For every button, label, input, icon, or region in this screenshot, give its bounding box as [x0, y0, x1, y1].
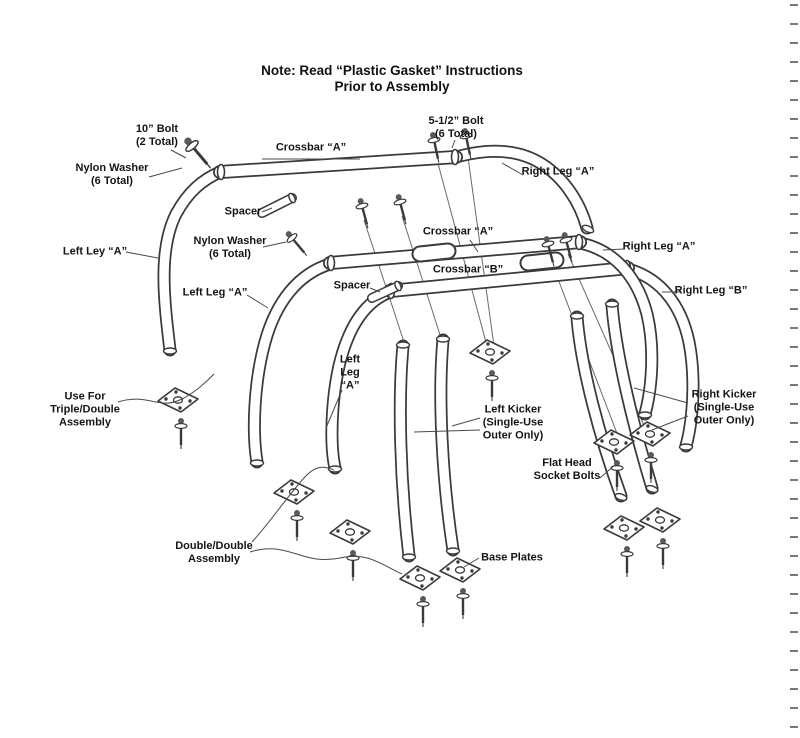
flat-head-socket-bolt [455, 586, 471, 621]
flat-head-socket-bolt [619, 544, 635, 579]
tube-open-end [581, 224, 595, 234]
flat-head-socket-bolt [415, 594, 431, 629]
flat-head-socket-bolt [345, 548, 361, 583]
right-kicker-tubes [569, 298, 659, 503]
base-plate [273, 479, 315, 505]
crossbar-a-top-assembly [157, 144, 595, 357]
base-plates-group [157, 339, 681, 629]
left-kicker-tubes [393, 333, 461, 563]
tube-open-end [678, 443, 694, 451]
base-plate [439, 557, 481, 583]
flat-head-socket-bolt [173, 416, 189, 451]
bolt-5half [352, 195, 375, 231]
leader-lines [117, 139, 689, 575]
crossbar-a-mid-assembly [247, 233, 659, 469]
tube-open-end [249, 459, 265, 467]
base-plate [639, 507, 681, 533]
flat-head-socket-bolt [289, 508, 305, 543]
base-plate [469, 339, 511, 365]
scan-edge-marks [790, 4, 798, 734]
base-plate [157, 387, 199, 413]
tube-open-end [327, 465, 343, 473]
bolt-5half [390, 191, 413, 227]
flat-head-socket-bolt [655, 536, 671, 571]
tube-open-end [162, 347, 178, 355]
tube-open-end [637, 411, 653, 419]
bolt-with-nylon-washer [281, 226, 313, 261]
spacer-mid-tube [367, 280, 403, 303]
base-plate [399, 565, 441, 591]
base-plate [329, 519, 371, 545]
bolt-10in [178, 132, 218, 175]
base-plate [603, 515, 645, 541]
flat-head-socket-bolt [484, 368, 500, 403]
